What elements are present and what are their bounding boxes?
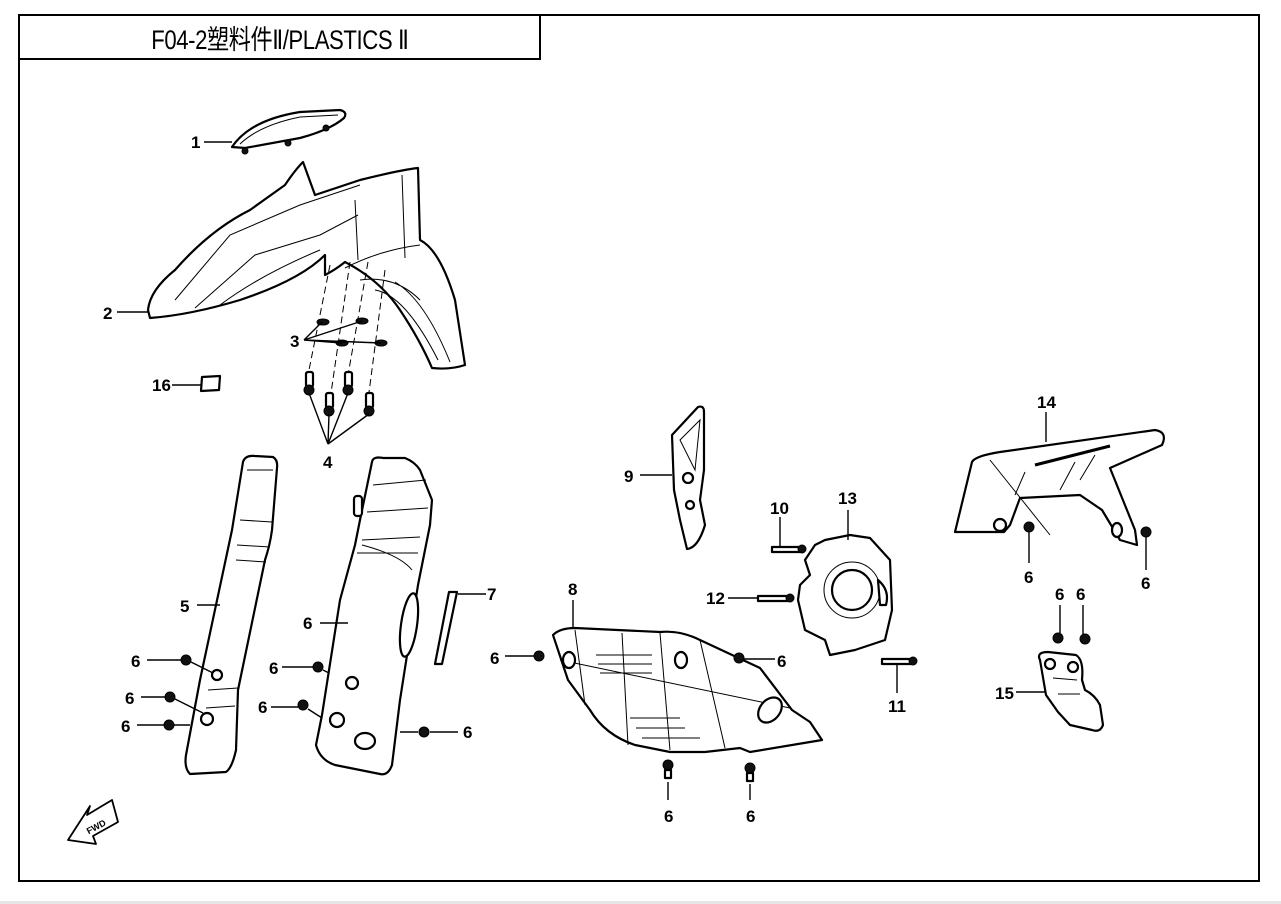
part-reflector-strip[interactable] [433, 590, 459, 666]
part-chain-slider[interactable] [670, 405, 707, 551]
callout-6-a: 6 [131, 652, 140, 671]
callout-13: 13 [838, 489, 857, 508]
callout-9: 8 [568, 580, 577, 599]
callout-6-l: 6 [1141, 574, 1150, 593]
callout-5: 5 [180, 597, 189, 616]
callout-6-d: 6 [269, 659, 278, 678]
callout-3: 3 [290, 332, 299, 351]
callout-6-h: 6 [777, 652, 786, 671]
callout-8: 7 [487, 585, 496, 604]
callout-6-e: 6 [258, 698, 267, 717]
part-chain-guard[interactable] [953, 428, 1165, 547]
part-headlight-visor-cover[interactable] [230, 108, 347, 155]
callout-6-k: 6 [1024, 568, 1033, 587]
callout-12: 12 [706, 589, 725, 608]
callout-6-i: 6 [664, 807, 673, 826]
callout-7: 6 [303, 614, 312, 633]
part-sprocket-cover-bolts[interactable] [756, 544, 918, 666]
callout-6-f: 6 [463, 723, 472, 742]
part-screw[interactable] [418, 726, 430, 738]
callout-6-j: 6 [746, 807, 755, 826]
part-screws-skid[interactable] [533, 650, 756, 783]
callout-11-a: 10 [770, 499, 789, 518]
diagram-frame [18, 14, 1260, 882]
callout-6-m: 6 [1055, 585, 1064, 604]
bottom-scroll-band [0, 901, 1281, 904]
part-right-fork-guard[interactable] [314, 456, 434, 776]
callout-6-g: 6 [490, 649, 499, 668]
part-fender-bolts[interactable] [303, 370, 375, 417]
callout-6-n: 6 [1076, 585, 1085, 604]
callout-14: 14 [1037, 393, 1056, 412]
callout-4: 4 [323, 453, 333, 472]
callout-11-b: 11 [888, 697, 906, 716]
part-skid-plate[interactable] [551, 626, 824, 754]
title-box: F04-2塑料件Ⅱ/PLASTICS Ⅱ [18, 14, 541, 60]
leader-line [728, 517, 898, 693]
leader-line [303, 320, 382, 344]
callout-15: 15 [995, 684, 1014, 703]
callout-16: 16 [152, 376, 171, 395]
callout-1: 1 [191, 133, 200, 152]
leader-line [308, 392, 370, 445]
dashed-assembly-lines [307, 261, 386, 401]
callout-6-c: 6 [121, 717, 130, 736]
leader-line [505, 655, 775, 800]
part-front-sprocket-cover[interactable] [796, 533, 894, 657]
part-screws-left[interactable] [163, 654, 324, 731]
part-chain-guide[interactable] [1037, 632, 1105, 732]
callout-10: 9 [624, 467, 633, 486]
forward-direction-arrow-icon: FWD [67, 799, 119, 845]
callout-2: 2 [103, 304, 112, 323]
part-front-fender[interactable] [146, 160, 467, 370]
leader-line [1028, 412, 1147, 570]
leader-line [1016, 605, 1084, 693]
page-title: F04-2塑料件Ⅱ/PLASTICS Ⅱ [150, 24, 409, 55]
callout-6-b: 6 [125, 689, 134, 708]
part-label-pad[interactable] [199, 374, 222, 393]
part-left-fork-guard[interactable] [184, 454, 279, 776]
